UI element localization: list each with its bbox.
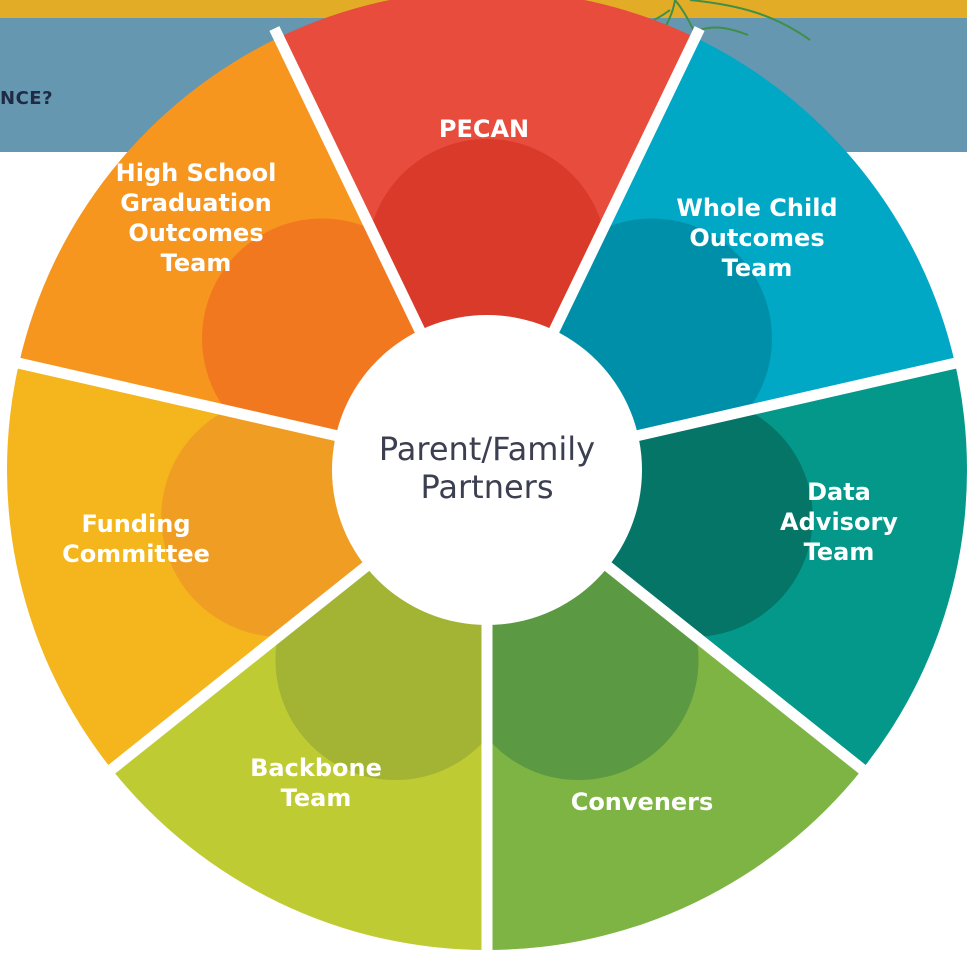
segment-backbone-label-line: Backbone bbox=[250, 754, 382, 782]
segment-pecan-inner-lobe bbox=[367, 139, 607, 379]
segment-high-school-label-line: High School bbox=[116, 159, 277, 187]
segment-whole-child-label-line: Team bbox=[722, 254, 793, 282]
segment-funding-label-line: Committee bbox=[62, 540, 210, 568]
segment-divider bbox=[538, 26, 705, 355]
center-hub-circle bbox=[332, 315, 642, 625]
segment-data-advisory-label-line: Team bbox=[804, 538, 875, 566]
segment-divider bbox=[585, 547, 874, 780]
segment-high-school-label-line: Team bbox=[161, 249, 232, 277]
segment-divider bbox=[269, 26, 436, 355]
center-label-line: Parent/Family bbox=[379, 430, 595, 468]
segment-backbone-label-line: Team bbox=[281, 784, 352, 812]
segment-conveners-label: Conveners bbox=[571, 788, 714, 816]
segment-funding-label-line: Funding bbox=[81, 510, 190, 538]
segment-whole-child-label-line: Outcomes bbox=[689, 224, 824, 252]
segment-divider bbox=[100, 547, 389, 780]
segment-divider bbox=[8, 355, 361, 447]
segment-data-advisory-label-line: Data bbox=[807, 478, 871, 506]
root-strand bbox=[689, 0, 811, 41]
segment-divider bbox=[613, 355, 966, 447]
banner-question-text: NCE? bbox=[0, 88, 54, 109]
segment-high-school-label-line: Outcomes bbox=[128, 219, 263, 247]
segment-pecan-label-line: PECAN bbox=[439, 115, 529, 143]
center-label-line: Partners bbox=[421, 468, 554, 506]
segment-high-school-label-line: Graduation bbox=[120, 189, 271, 217]
segment-data-advisory-label-line: Advisory bbox=[780, 508, 898, 536]
segment-conveners-label-line: Conveners bbox=[571, 788, 714, 816]
root-strand bbox=[699, 26, 749, 36]
segment-whole-child-label-line: Whole Child bbox=[676, 194, 837, 222]
segment-pecan-label: PECAN bbox=[439, 115, 529, 143]
